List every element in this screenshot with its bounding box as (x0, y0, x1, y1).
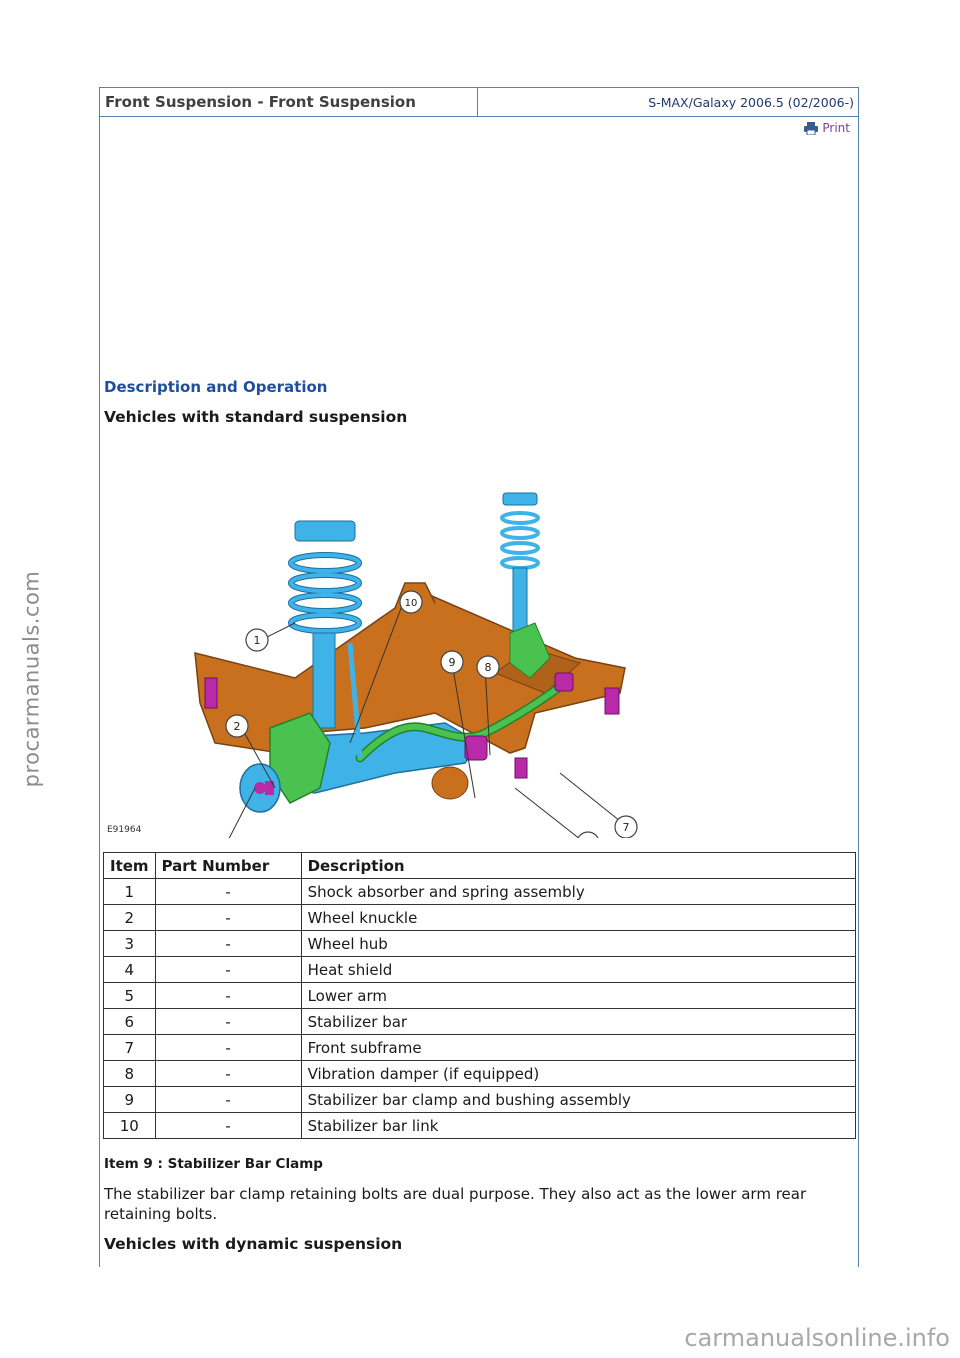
cell-description: Heat shield (300, 956, 857, 983)
cell-part-number: - (154, 956, 302, 983)
table-row: 2-Wheel knuckle (103, 904, 857, 931)
cell-description: Wheel hub (300, 930, 857, 957)
table-row: 8-Vibration damper (if equipped) (103, 1060, 857, 1087)
callout-1: 1 (254, 634, 261, 647)
item-note-heading: Item 9 : Stabilizer Bar Clamp (104, 1156, 323, 1172)
cell-part-number: - (154, 930, 302, 957)
cell-part-number: - (154, 904, 302, 931)
parts-table: Item Part Number Description 1-Shock abs… (103, 852, 857, 1139)
print-button[interactable]: Print (804, 121, 850, 135)
callout-6: 6 (585, 837, 592, 838)
figure-code: E91964 (107, 825, 142, 835)
cell-item: 9 (103, 1086, 156, 1113)
cell-description: Stabilizer bar (300, 1008, 857, 1035)
cell-description: Stabilizer bar link (300, 1112, 857, 1139)
col-part-number: Part Number (154, 852, 302, 879)
table-row: 4-Heat shield (103, 956, 857, 983)
cell-item: 5 (103, 982, 156, 1009)
cell-item: 7 (103, 1034, 156, 1061)
cell-description: Lower arm (300, 982, 857, 1009)
cell-description: Wheel knuckle (300, 904, 857, 931)
cell-item: 8 (103, 1060, 156, 1087)
callout-10: 10 (405, 598, 418, 609)
stabilizer-clamp (464, 735, 488, 761)
callout-2: 2 (234, 720, 241, 733)
cell-item: 10 (103, 1112, 156, 1139)
document-header: Front Suspension - Front Suspension S-MA… (100, 88, 858, 117)
cell-part-number: - (154, 1086, 302, 1113)
table-header-row: Item Part Number Description (103, 852, 857, 879)
table-row: 1-Shock absorber and spring assembly (103, 878, 857, 905)
col-description: Description (300, 852, 857, 879)
table-row: 6-Stabilizer bar (103, 1008, 857, 1035)
col-item: Item (103, 852, 156, 879)
cell-item: 6 (103, 1008, 156, 1035)
watermark-bottom: carmanualsonline.info (684, 1324, 950, 1352)
cell-description: Shock absorber and spring assembly (300, 878, 857, 905)
watermark-left-text: procarmanuals.com (19, 570, 43, 788)
standard-suspension-heading: Vehicles with standard suspension (104, 408, 408, 426)
callout-9: 9 (449, 656, 456, 669)
cell-description: Stabilizer bar clamp and bushing assembl… (300, 1086, 857, 1113)
watermark-left: procarmanuals.com (6, 0, 56, 1358)
cell-item: 4 (103, 956, 156, 983)
cell-part-number: - (154, 1008, 302, 1035)
cell-part-number: - (154, 878, 302, 905)
page-title: Front Suspension - Front Suspension (100, 88, 478, 116)
vehicle-model: S-MAX/Galaxy 2006.5 (02/2006-) (648, 95, 854, 110)
cell-item: 3 (103, 930, 156, 957)
cell-item: 1 (103, 878, 156, 905)
cell-description: Vibration damper (if equipped) (300, 1060, 857, 1087)
table-row: 7-Front subframe (103, 1034, 857, 1061)
vibration-damper (431, 766, 469, 800)
cell-part-number: - (154, 982, 302, 1009)
callout-7: 7 (623, 821, 630, 834)
stabilizer-bar-link (347, 642, 363, 759)
table-row: 5-Lower arm (103, 982, 857, 1009)
dynamic-suspension-heading: Vehicles with dynamic suspension (104, 1235, 403, 1253)
document-frame: Front Suspension - Front Suspension S-MA… (99, 87, 859, 1267)
left-strut-top (294, 520, 356, 542)
section-title: Description and Operation (104, 378, 328, 396)
cell-item: 2 (103, 904, 156, 931)
cell-description: Front subframe (300, 1034, 857, 1061)
printer-icon (804, 121, 819, 135)
cell-part-number: - (154, 1112, 302, 1139)
callout-8: 8 (485, 661, 492, 674)
print-label: Print (822, 121, 850, 135)
table-row: 9-Stabilizer bar clamp and bushing assem… (103, 1086, 857, 1113)
body-paragraph: The stabilizer bar clamp retaining bolts… (104, 1185, 807, 1223)
cell-part-number: - (154, 1034, 302, 1061)
front-suspension-illustration: 1 2 3 4 5 6 7 8 9 10 E91964 (107, 492, 638, 838)
cell-part-number: - (154, 1060, 302, 1087)
table-row: 10-Stabilizer bar link (103, 1112, 857, 1139)
table-row: 3-Wheel hub (103, 930, 857, 957)
